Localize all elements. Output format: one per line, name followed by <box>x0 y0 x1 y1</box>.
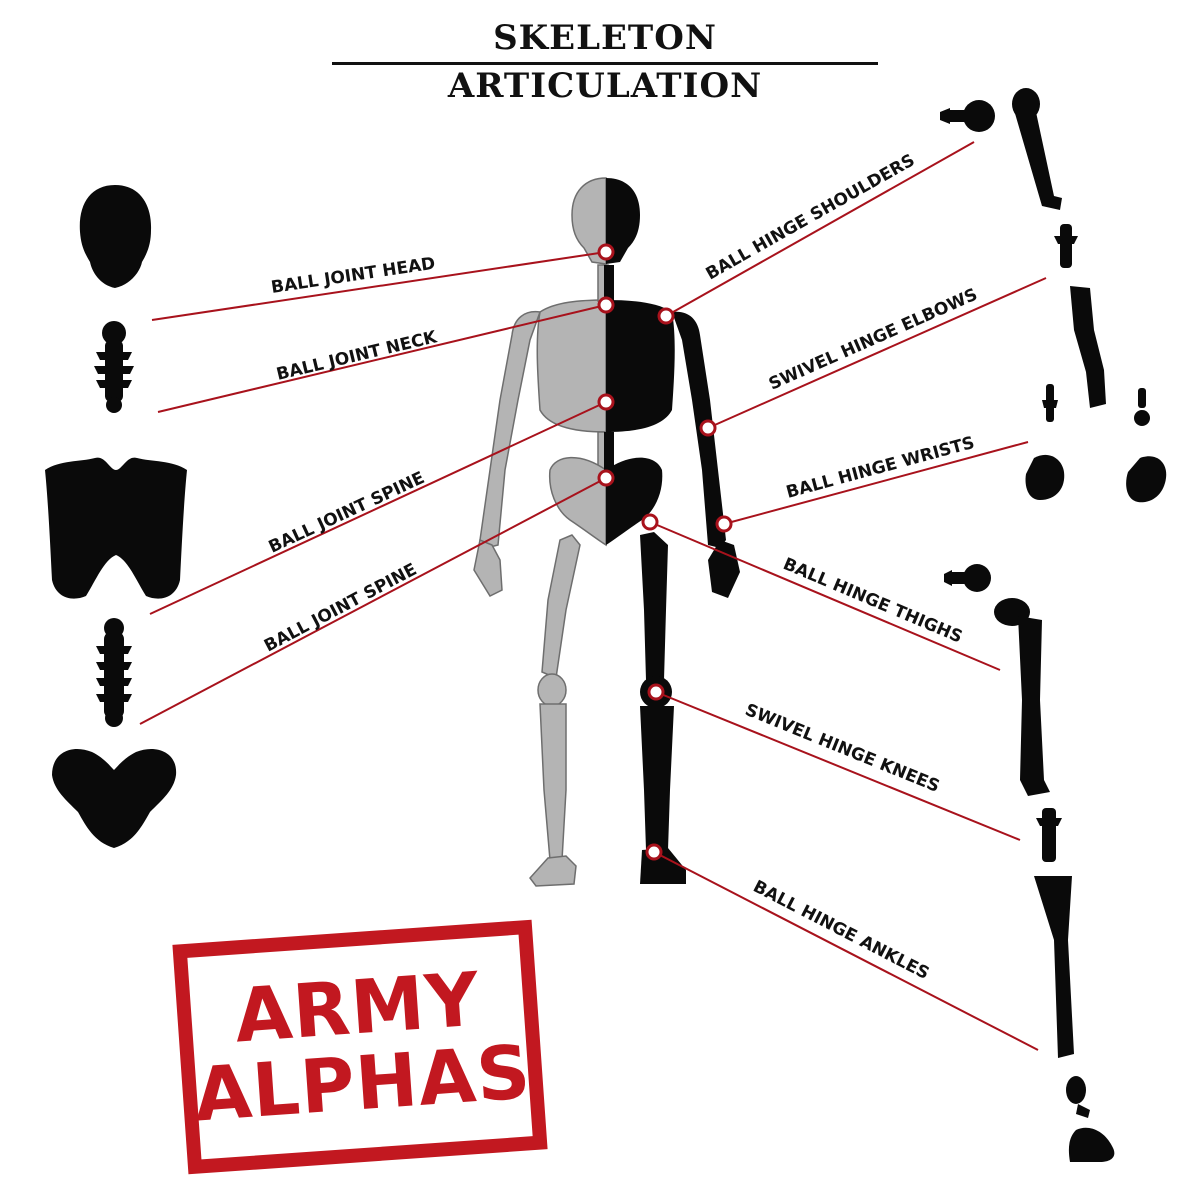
label-knees: SWIVEL HINGE KNEES <box>742 700 942 797</box>
page-title: SKELETON ARTICULATION <box>447 18 763 106</box>
callout-line-spine-lower <box>139 477 607 725</box>
callout-line-knees <box>655 691 1021 841</box>
label-spine-lower: BALL JOINT SPINE <box>261 560 420 657</box>
label-thighs: BALL HINGE THIGHS <box>780 554 965 647</box>
label-head: BALL JOINT HEAD <box>270 254 437 298</box>
joint-marker-spine-lower <box>597 469 615 487</box>
foot-part <box>1068 1127 1115 1162</box>
callout-line-shoulders <box>665 141 975 317</box>
joint-marker-head <box>597 243 615 261</box>
callout-line-elbows <box>707 277 1047 429</box>
shoulder-ball-part <box>940 100 995 132</box>
wrist-connector-left-part <box>1042 384 1058 422</box>
callout-line-ankles <box>653 851 1039 1051</box>
label-spine-upper: BALL JOINT SPINE <box>266 468 428 557</box>
callout-line-head <box>151 251 607 321</box>
humerus-part <box>1012 88 1062 210</box>
joint-marker-elbows <box>699 419 717 437</box>
shin-part <box>1034 876 1074 1058</box>
elbow-connector-part <box>1054 224 1078 268</box>
callout-line-neck <box>157 304 607 413</box>
pelvis-part <box>52 748 177 848</box>
label-ankles: BALL HINGE ANKLES <box>750 877 933 984</box>
joint-marker-wrists <box>715 515 733 533</box>
skull-part <box>79 185 152 288</box>
label-shoulders: BALL HINGE SHOULDERS <box>703 150 919 284</box>
hand-left-part <box>1025 454 1065 500</box>
hand-right-part <box>1126 456 1167 503</box>
hip-ball-part <box>944 564 991 592</box>
skeleton-left-half <box>473 177 609 887</box>
lumbar-spine-part <box>96 618 132 727</box>
joint-marker-neck <box>597 296 615 314</box>
joint-marker-thighs <box>641 513 659 531</box>
label-neck: BALL JOINT NECK <box>275 327 440 385</box>
callout-line-wrists <box>723 441 1029 525</box>
femur-part <box>994 598 1050 796</box>
knee-connector-part <box>1036 808 1062 862</box>
title-underline <box>332 62 878 65</box>
ribcage-part <box>45 457 187 599</box>
label-wrists: BALL HINGE WRISTS <box>784 433 977 503</box>
callout-line-spine-upper <box>149 401 607 615</box>
forearm-part <box>1070 286 1106 408</box>
army-alphas-logo: ARMY ALPHAS <box>172 919 548 1175</box>
joint-marker-spine-upper <box>597 393 615 411</box>
joint-marker-shoulders <box>657 307 675 325</box>
joint-marker-knees <box>647 683 665 701</box>
neck-vertebrae-part <box>94 321 134 413</box>
callout-line-thighs <box>649 521 1001 671</box>
wrist-connector-right-part <box>1134 388 1150 426</box>
ankle-connector-part <box>1066 1076 1090 1118</box>
joint-marker-ankles <box>645 843 663 861</box>
label-elbows: SWIVEL HINGE ELBOWS <box>766 285 981 395</box>
